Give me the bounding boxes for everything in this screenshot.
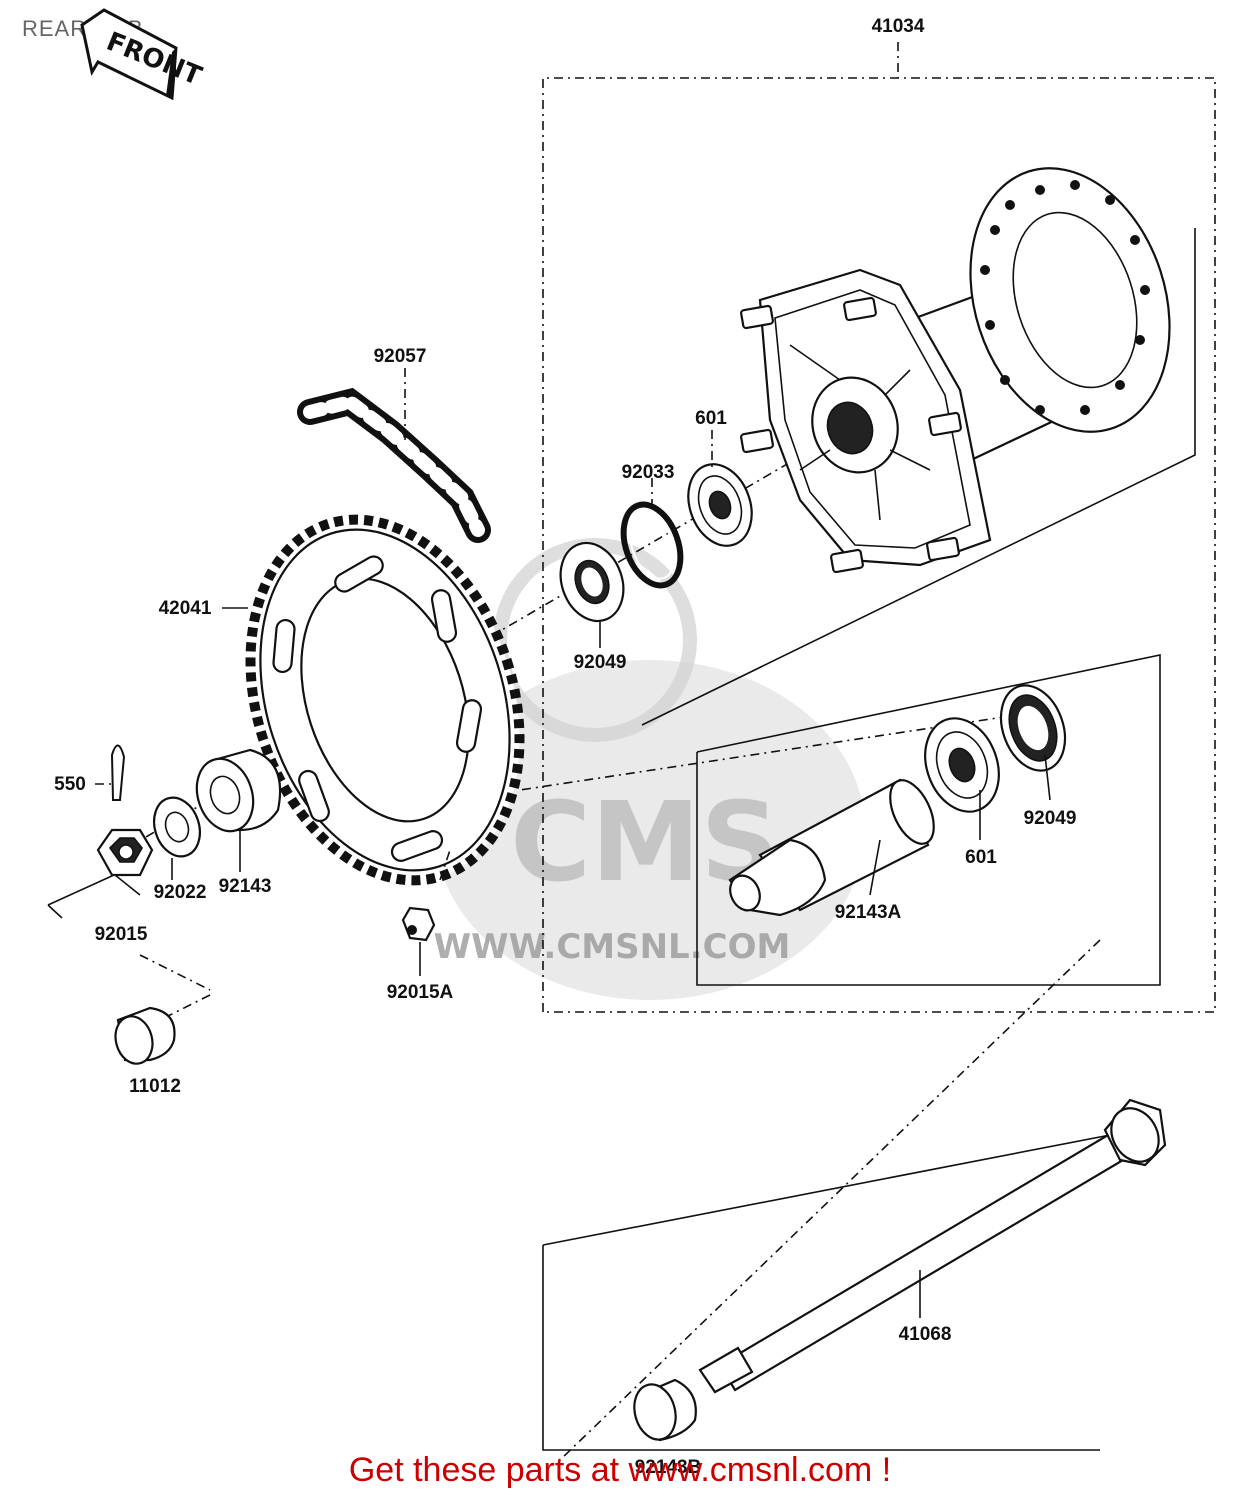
label-92033: 92033	[622, 462, 675, 483]
collar	[195, 748, 282, 833]
axle-collar	[633, 1378, 697, 1442]
hub-guide-frame	[641, 228, 1196, 726]
washer	[153, 796, 201, 858]
label-92015: 92015	[95, 924, 148, 945]
footer-parts-link[interactable]: Get these parts at www.cmsnl.com !	[348, 1451, 892, 1489]
label-601-lower: 601	[965, 847, 997, 868]
leader-lines	[47, 368, 1051, 1318]
bearing-upper	[687, 463, 753, 547]
label-42041: 42041	[159, 598, 212, 619]
front-arrow-icon: FRONT	[80, 8, 206, 101]
rear-sprocket	[245, 514, 525, 886]
label-92057: 92057	[374, 346, 427, 367]
label-92143A: 92143A	[835, 902, 902, 923]
bearing-lower	[924, 717, 1000, 813]
oil-seal-upper	[559, 541, 625, 623]
drive-chain	[297, 387, 491, 543]
axle-nut	[96, 828, 154, 877]
hub-assembly-frame	[542, 42, 1216, 1013]
distance-collar	[728, 778, 935, 917]
label-550: 550	[54, 774, 86, 795]
oil-seal-lower	[999, 684, 1067, 772]
label-41068: 41068	[899, 1324, 952, 1345]
label-41034: 41034	[872, 16, 925, 37]
sprocket-nut	[401, 906, 436, 942]
bearing-guide-frame	[696, 654, 1161, 986]
circlip	[620, 501, 684, 589]
rear-axle	[698, 1098, 1167, 1394]
label-92015A: 92015A	[387, 982, 454, 1003]
cap	[114, 1006, 176, 1065]
label-92022: 92022	[154, 882, 207, 903]
label-601-upper: 601	[695, 408, 727, 429]
axle-guide-frame	[542, 1245, 1100, 1451]
watermark-url-text: WWW.CMSNL.COM	[434, 927, 791, 967]
cotter-pin	[110, 744, 126, 801]
rear-hub	[740, 167, 1171, 574]
label-92143: 92143	[219, 876, 272, 897]
label-92049-lower: 92049	[1024, 808, 1077, 829]
label-92049-upper: 92049	[574, 652, 627, 673]
label-92143B: 92143B	[635, 1457, 702, 1478]
label-11012: 11012	[129, 1076, 181, 1097]
part-labels: 41034 92057 42041 601 92033 92049 550 92…	[54, 16, 1076, 1478]
